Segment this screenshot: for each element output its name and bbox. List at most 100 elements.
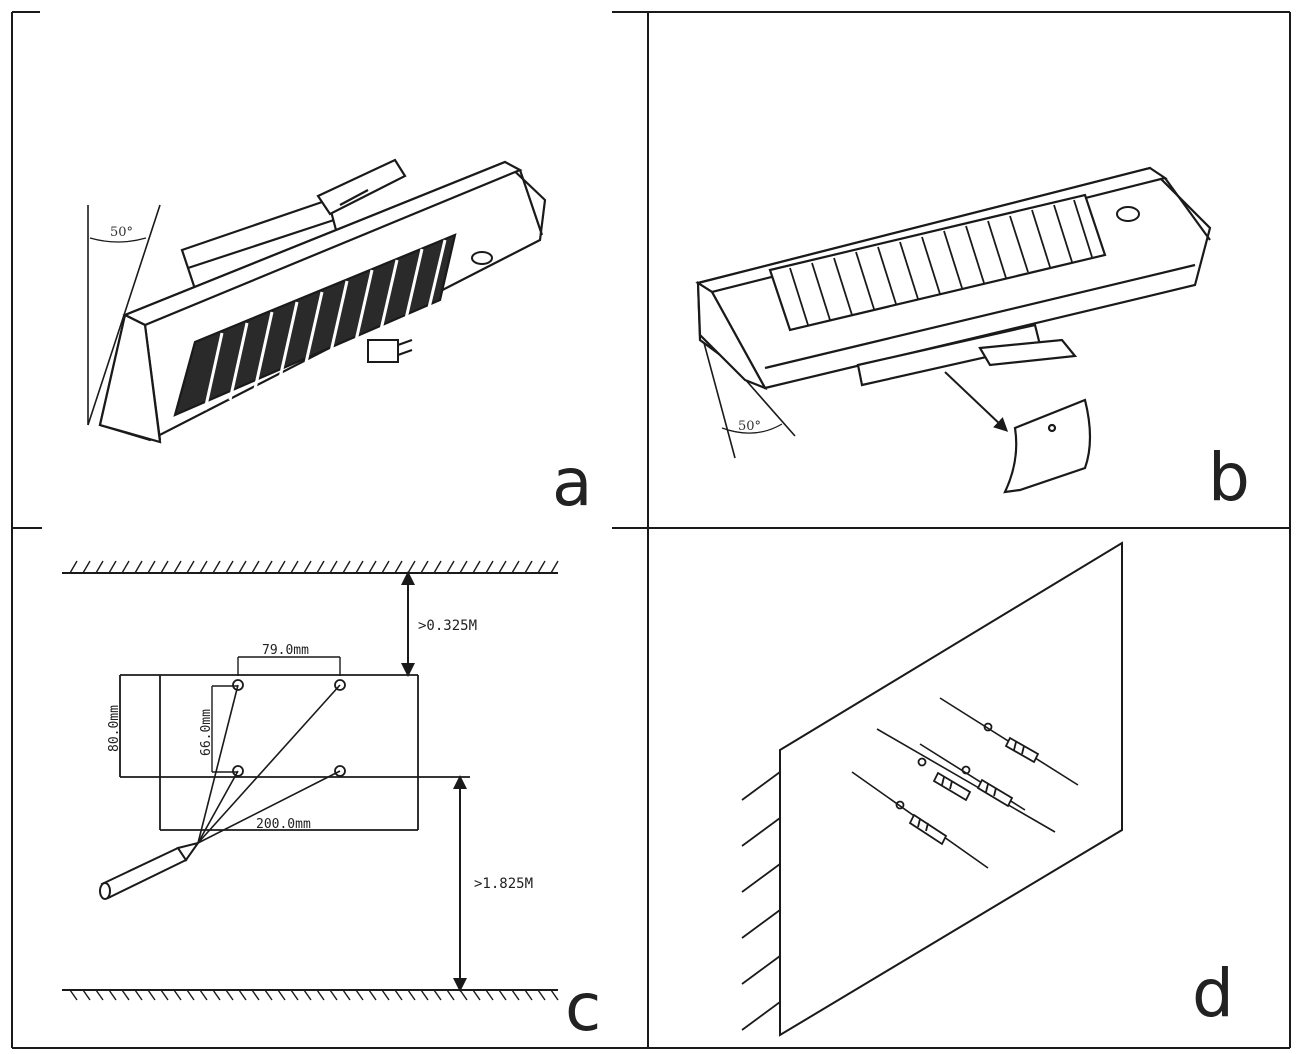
angle-label-b: 50° (738, 419, 761, 434)
anchor-4 (895, 800, 948, 846)
mounting-holes (232, 679, 346, 777)
hatch-mark (251, 989, 260, 1001)
hatch-mark (108, 560, 117, 574)
hatch-mark (199, 989, 208, 1001)
hatch-mark (459, 560, 468, 574)
hatch-mark (446, 989, 455, 1001)
hatch-mark (368, 989, 377, 1001)
hatch-mark (316, 989, 325, 1001)
hatch-mark (329, 989, 338, 1001)
hatch-mark (537, 989, 546, 1001)
hatch-mark (741, 1001, 781, 1031)
hatch-mark (69, 989, 78, 1001)
hatch-mark (173, 560, 182, 574)
hatch-mark (303, 560, 312, 574)
hatch-mark (186, 989, 195, 1001)
bracket-width-label: 200.0mm (256, 817, 311, 832)
wall-hatch-marks (741, 771, 781, 1031)
hatch-mark (355, 989, 364, 1001)
wall-anchor-lines (851, 697, 1079, 869)
hatch-mark (342, 560, 351, 574)
hatch-mark (741, 771, 781, 801)
hatch-mark (433, 560, 442, 574)
hatch-mark (290, 989, 299, 1001)
heater-unit-a (98, 158, 547, 444)
hole-bottom-left (232, 765, 244, 777)
panel-c: >0.325M 79.0mm 80.0mm 66.0mm (62, 560, 601, 1046)
mounting-template (119, 674, 470, 831)
hatch-mark (212, 560, 221, 574)
hatch-mark (134, 989, 143, 1001)
anchor-2 (961, 765, 1014, 808)
hatch-mark (238, 989, 247, 1001)
hatch-mark (108, 989, 117, 1001)
hatch-mark (407, 560, 416, 574)
floor-clearance-label: >1.825M (474, 876, 533, 892)
hatch-mark (537, 560, 546, 574)
panel-frame (11, 11, 1291, 1049)
hatch-mark (160, 989, 169, 1001)
hatch-mark (225, 560, 234, 574)
panel-a: 50° (87, 158, 592, 521)
hatch-mark (290, 560, 299, 574)
hatch-mark (95, 560, 104, 574)
hatch-mark (381, 989, 390, 1001)
hatch-mark (407, 989, 416, 1001)
drill-guide-lines (197, 684, 341, 844)
hatch-mark (147, 560, 156, 574)
hatch-mark (264, 560, 273, 574)
panel-letter-d: d (1192, 955, 1234, 1032)
hatch-mark (329, 560, 338, 574)
hatch-mark (147, 989, 156, 1001)
hatch-mark (69, 560, 78, 574)
hatch-mark (121, 560, 130, 574)
hatch-mark (550, 989, 559, 1001)
panel-b: 50° (695, 166, 1250, 516)
wall-anchors (895, 722, 1040, 846)
wall-plane (779, 541, 1123, 1037)
floor-hatch-marks (69, 989, 559, 1001)
drill-bit-icon (99, 841, 201, 900)
hatch-mark (95, 989, 104, 1001)
hole-top-left (232, 679, 244, 691)
hatch-mark (264, 989, 273, 1001)
hatch-mark (741, 955, 781, 985)
panel-letter-a: a (552, 444, 592, 521)
hatch-mark (277, 560, 286, 574)
hatch-mark (368, 560, 377, 574)
angle-label-a: 50° (110, 225, 133, 240)
hatch-mark (121, 989, 130, 1001)
hatch-mark (342, 989, 351, 1001)
hatch-mark (485, 989, 494, 1001)
hatch-mark (82, 560, 91, 574)
hatch-mark (524, 560, 533, 574)
hatch-mark (433, 989, 442, 1001)
hatch-mark (394, 560, 403, 574)
hatch-mark (238, 560, 247, 574)
hatch-mark (511, 989, 520, 1001)
hatch-mark (212, 989, 221, 1001)
hatch-mark (459, 989, 468, 1001)
hatch-mark (446, 560, 455, 574)
hatch-mark (741, 817, 781, 847)
anchor-3 (917, 757, 972, 802)
hatch-mark (277, 989, 286, 1001)
hatch-mark (472, 560, 481, 574)
hatch-mark (741, 909, 781, 939)
hatch-mark (472, 989, 481, 1001)
hole-spacing-vertical-label: 66.0mm (199, 709, 214, 756)
hatch-mark (511, 560, 520, 574)
hatch-mark (225, 989, 234, 1001)
hatch-mark (550, 560, 559, 574)
hatch-mark (420, 989, 429, 1001)
hole-bottom-right (334, 765, 346, 777)
hatch-mark (251, 560, 260, 574)
hatch-mark (498, 989, 507, 1001)
panel-letter-c: c (565, 969, 601, 1046)
dim-79mm (237, 656, 341, 676)
hatch-mark (741, 863, 781, 893)
hatch-mark (381, 560, 390, 574)
ceiling-hatch-marks (69, 560, 559, 574)
panel-letter-b: b (1208, 439, 1250, 516)
